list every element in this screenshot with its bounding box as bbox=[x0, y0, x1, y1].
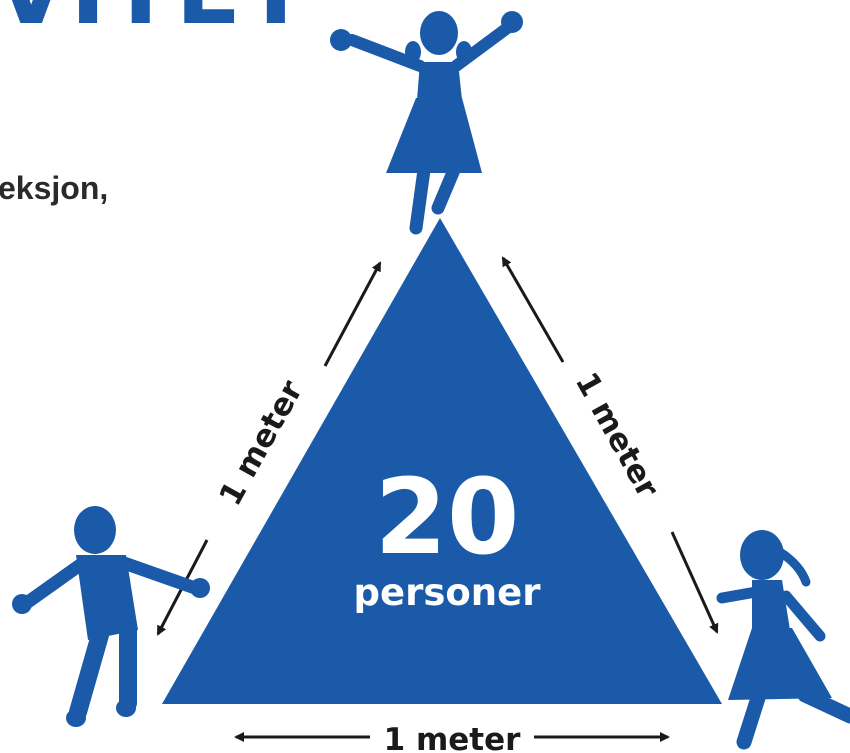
right-distance-arrow-upper bbox=[501, 256, 565, 363]
right-distance-arrow-lower bbox=[670, 531, 719, 634]
girl-running-silhouette bbox=[716, 530, 850, 750]
people-triangle bbox=[162, 218, 722, 704]
person-count-unit: personer bbox=[354, 571, 542, 614]
person-count: 20 bbox=[375, 456, 520, 578]
bottom-distance-label: 1 meter bbox=[384, 722, 522, 753]
girl-arms-raised-silhouette bbox=[330, 11, 523, 235]
boy-jumping-silhouette bbox=[12, 506, 210, 727]
left-distance-arrow-upper bbox=[323, 261, 382, 367]
page-title-fragment: VITET bbox=[0, 0, 311, 38]
body-text-fragment: eksjon, bbox=[0, 170, 109, 206]
